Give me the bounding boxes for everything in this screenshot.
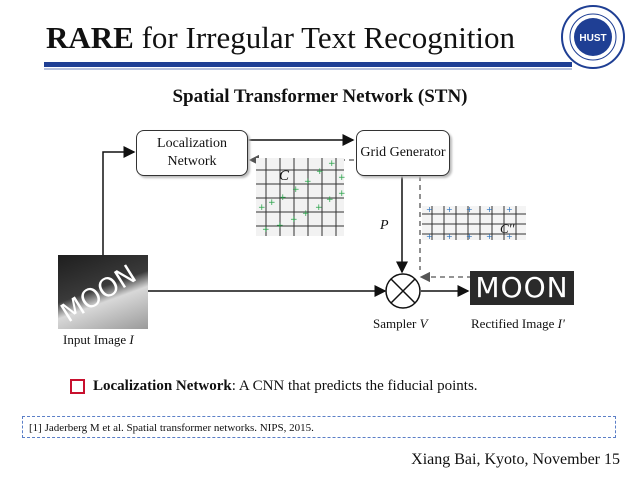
svg-text:+: +	[279, 193, 287, 203]
regular-grid-c2: + + + + + + + + + +	[422, 205, 526, 241]
sampler-caption-var: V	[419, 316, 428, 331]
rectified-image-caption: Rectified Image I'	[471, 316, 565, 332]
grid-generator-box: Grid Generator	[356, 130, 450, 176]
svg-text:+: +	[304, 177, 312, 187]
fiducial-grid-c: +++ +++ ++ +++ +++ +	[256, 158, 346, 236]
title-rule	[44, 62, 572, 67]
svg-text:+: +	[315, 203, 323, 213]
svg-text:+: +	[258, 203, 266, 213]
svg-text:+: +	[302, 209, 310, 219]
localization-network-box: Localization Network	[136, 130, 248, 176]
svg-text:+: +	[338, 173, 346, 183]
rectified-caption-text: Rectified Image	[471, 316, 558, 331]
svg-text:+: +	[426, 232, 433, 241]
svg-text:+: +	[292, 185, 300, 195]
svg-text:+: +	[506, 232, 513, 241]
svg-text:+: +	[466, 205, 473, 214]
title-rest: for Irregular Text Recognition	[133, 20, 516, 55]
svg-text:+: +	[268, 198, 276, 208]
input-caption-text: Input Image	[63, 332, 130, 347]
rectified-image: MOON	[470, 271, 574, 305]
svg-text:+: +	[316, 167, 324, 177]
svg-text:+: +	[426, 205, 433, 214]
sampler-node	[385, 273, 421, 309]
sampler-caption-text: Sampler	[373, 316, 420, 331]
logo-text: HUST	[579, 33, 606, 44]
svg-text:+: +	[276, 221, 284, 231]
fiducial-points: +++ +++ ++ +++ +++ +	[258, 159, 346, 235]
bullet-square-icon	[70, 379, 85, 394]
rectified-caption-var: I'	[557, 316, 565, 331]
svg-text:+: +	[466, 232, 473, 241]
svg-text:+: +	[506, 205, 513, 214]
svg-text:+: +	[446, 205, 453, 214]
input-word: MOON	[58, 260, 142, 329]
svg-text:+: +	[338, 189, 346, 199]
c2-label: C''	[500, 221, 515, 236]
svg-text:+: +	[486, 232, 493, 241]
svg-text:+: +	[326, 195, 334, 205]
sampler-caption: Sampler V	[373, 316, 428, 332]
bullet-point: Localization Network: A CNN that predict…	[70, 378, 478, 395]
svg-text:+: +	[446, 232, 453, 241]
title-bold: RARE	[46, 20, 134, 55]
p-label: P	[380, 218, 389, 233]
svg-text:+: +	[262, 225, 270, 235]
slide-title: RARE for Irregular Text Recognition	[46, 20, 515, 56]
input-caption-var: I	[129, 332, 134, 347]
svg-text:+: +	[328, 159, 336, 169]
svg-text:+: +	[290, 215, 298, 225]
arrow-input-to-localization	[102, 146, 136, 258]
bullet-term: Localization Network	[93, 378, 232, 394]
reference-box: [1] Jaderberg M et al. Spatial transform…	[22, 416, 616, 438]
c-label: C	[279, 168, 290, 184]
title-rule-shadow	[44, 68, 572, 70]
input-image-caption: Input Image I	[63, 332, 134, 348]
diagram-heading: Spatial Transformer Network (STN)	[172, 86, 468, 107]
university-logo-icon: HUST	[561, 5, 625, 69]
input-image: MOON	[58, 255, 148, 329]
svg-text:+: +	[486, 205, 493, 214]
bullet-text: : A CNN that predicts the fiducial point…	[231, 378, 478, 394]
footer-text: Xiang Bai, Kyoto, November 15	[411, 451, 620, 468]
